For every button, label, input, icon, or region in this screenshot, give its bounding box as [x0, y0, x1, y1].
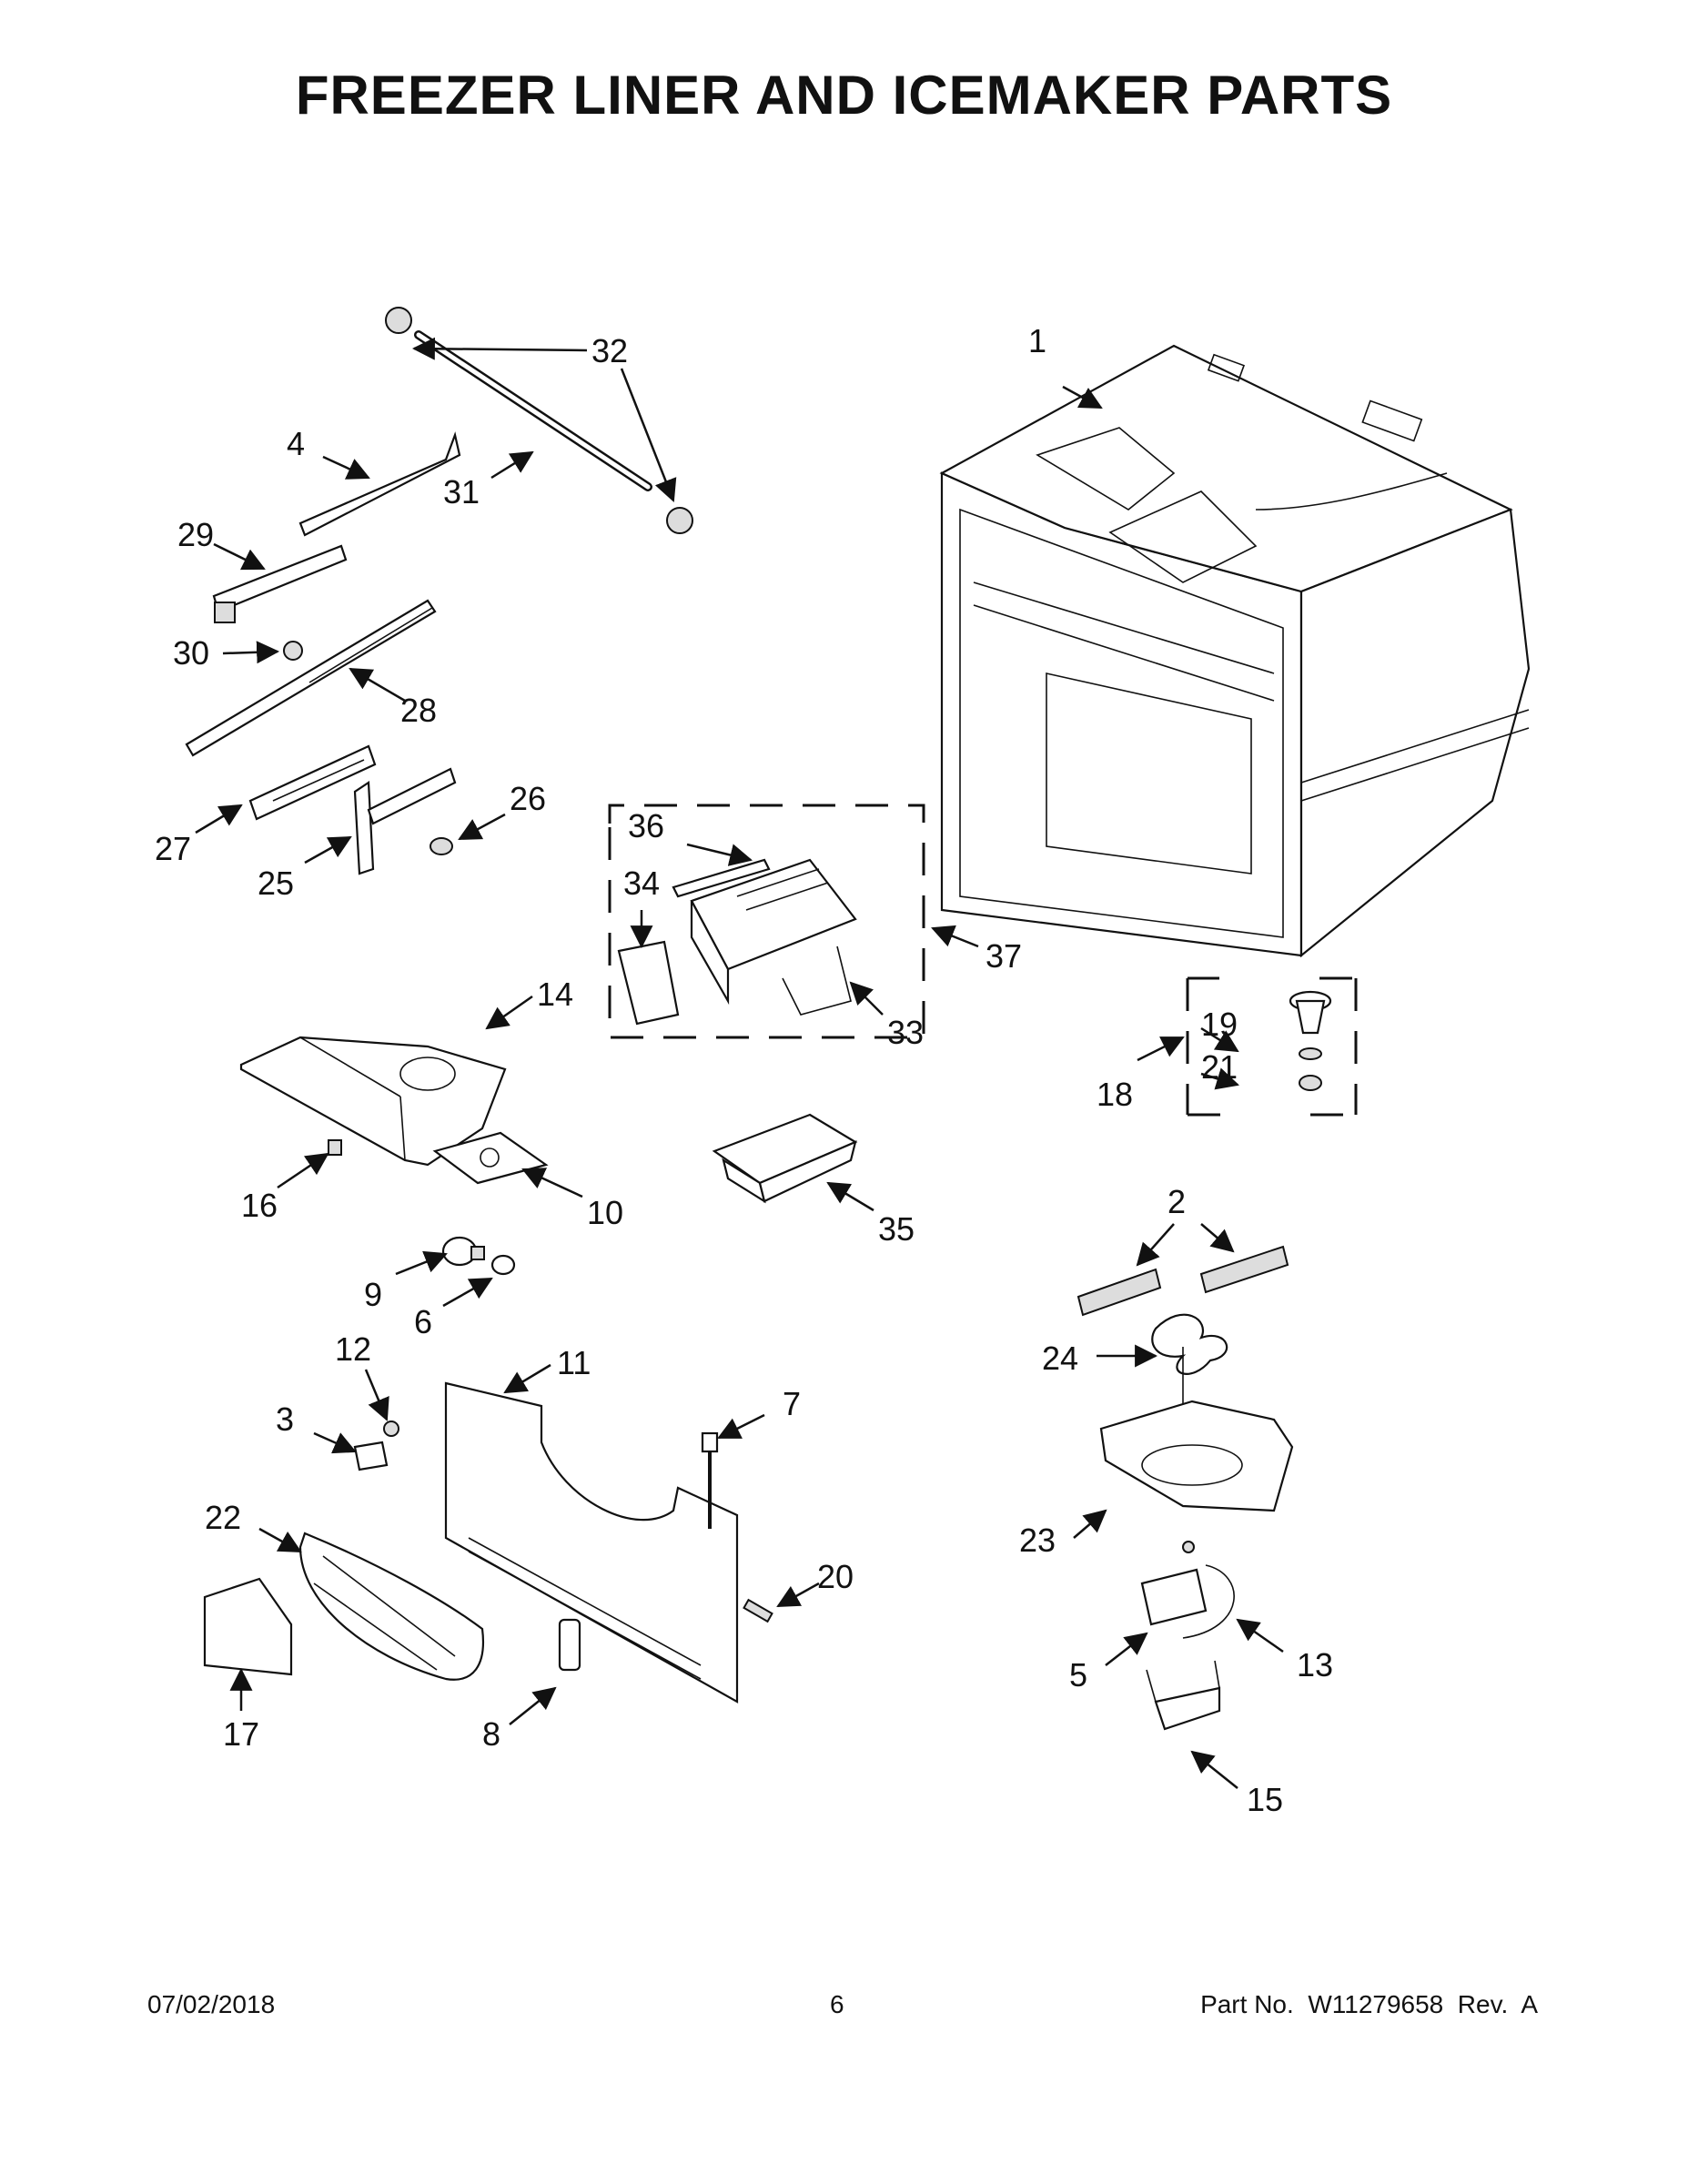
callout-4: 4	[287, 425, 305, 462]
ice-tray-part	[712, 1113, 858, 1204]
callout-labels: 1 2 3 4 5 6 7 8 9 10 11 12 13 14 15 16 1…	[155, 322, 1333, 1818]
callout-21: 21	[1201, 1048, 1238, 1086]
evaporator-fan-parts	[1076, 1245, 1294, 1731]
callout-33: 33	[887, 1014, 924, 1051]
callout-1: 1	[1028, 322, 1046, 359]
callout-23: 23	[1019, 1522, 1056, 1559]
callout-36: 36	[628, 807, 664, 844]
callout-17: 17	[223, 1715, 259, 1753]
rail-parts	[185, 307, 693, 875]
callout-5: 5	[1069, 1656, 1087, 1694]
callout-37: 37	[986, 937, 1022, 975]
air-duct-parts	[203, 1236, 773, 1704]
callout-22: 22	[205, 1499, 241, 1536]
callout-20: 20	[817, 1558, 854, 1595]
callout-3: 3	[276, 1400, 294, 1438]
footer-part-number: Part No. W11279658 Rev. A	[1200, 1990, 1538, 2018]
callout-34: 34	[623, 864, 660, 902]
callout-35: 35	[878, 1210, 915, 1248]
callout-11: 11	[557, 1344, 591, 1381]
page-title: FREEZER LINER AND ICEMAKER PARTS	[295, 65, 1393, 126]
callout-19: 19	[1201, 1006, 1238, 1043]
callout-31: 31	[443, 473, 480, 511]
callout-6: 6	[414, 1303, 432, 1340]
callout-28: 28	[400, 692, 437, 729]
callout-30: 30	[173, 634, 209, 672]
callout-13: 13	[1297, 1646, 1333, 1684]
drain-assembly-part	[1186, 976, 1358, 1117]
callout-15: 15	[1247, 1781, 1283, 1818]
callout-2: 2	[1167, 1183, 1186, 1220]
callout-leaders	[195, 337, 1284, 1789]
callout-25: 25	[258, 864, 294, 902]
callout-18: 18	[1097, 1076, 1133, 1113]
callout-10: 10	[587, 1194, 623, 1231]
callout-29: 29	[177, 516, 214, 553]
callout-9: 9	[364, 1276, 382, 1313]
freezer-liner-part	[939, 344, 1531, 958]
callout-32: 32	[591, 332, 628, 369]
callout-12: 12	[335, 1330, 371, 1368]
footer-date: 07/02/2018	[147, 1990, 276, 2018]
callout-24: 24	[1042, 1340, 1078, 1377]
callout-8: 8	[482, 1715, 500, 1753]
callout-7: 7	[783, 1385, 801, 1422]
callout-14: 14	[537, 976, 573, 1013]
ice-bucket-part	[239, 1036, 549, 1185]
callout-26: 26	[510, 780, 546, 817]
callout-27: 27	[155, 830, 191, 867]
callout-16: 16	[241, 1187, 278, 1224]
footer-page-number: 6	[830, 1990, 844, 2018]
